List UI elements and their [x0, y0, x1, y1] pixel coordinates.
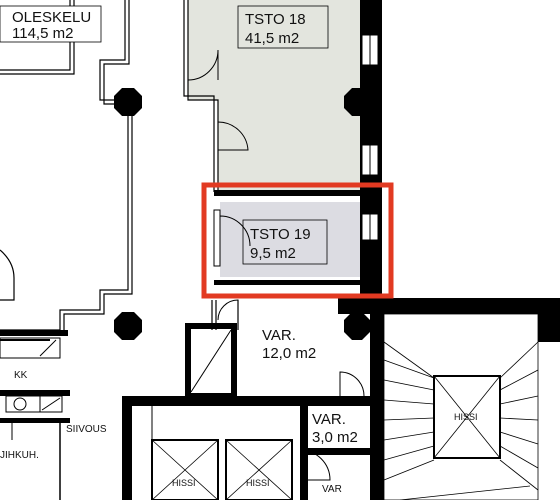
windows: [213, 34, 379, 267]
var3-area: 3,0 m2: [312, 429, 358, 446]
var-small-name: VAR: [322, 484, 342, 495]
lihkuh-name: JIHKUH.: [0, 450, 39, 461]
lower-elevators: [11, 406, 293, 500]
siivous-name: SIIVOUS: [66, 424, 107, 435]
oleskelu-name: OLESKELU: [12, 9, 91, 26]
oleskelu-label-box: [0, 5, 102, 43]
tsto18-area: 41,5 m2: [245, 30, 299, 47]
hissi-stair-box: [433, 375, 501, 459]
tsto18-name: TSTO 18: [245, 11, 306, 28]
hissi-stair-name: HISSI: [454, 412, 478, 422]
tsto19-area: 9,5 m2: [250, 245, 296, 262]
var12-name: VAR.: [262, 327, 296, 344]
tsto18-label-box: [237, 5, 329, 49]
kk-fixtures: [0, 337, 63, 413]
shaft: [185, 323, 237, 399]
columns: [114, 88, 370, 340]
tsto19-highlight: [201, 182, 394, 299]
var12-area: 12,0 m2: [262, 345, 316, 362]
tsto19-name: TSTO 19: [250, 226, 311, 243]
hissi-right-name: HISSI: [246, 478, 270, 488]
oleskelu-area: 114,5 m2: [12, 25, 73, 42]
hissi-left-name: HISSI: [172, 478, 196, 488]
var3-name: VAR.: [312, 411, 346, 428]
tsto19-label-box: [242, 219, 328, 265]
doors: [0, 49, 365, 481]
stair: [383, 313, 539, 500]
kk-name: KK: [14, 370, 28, 381]
